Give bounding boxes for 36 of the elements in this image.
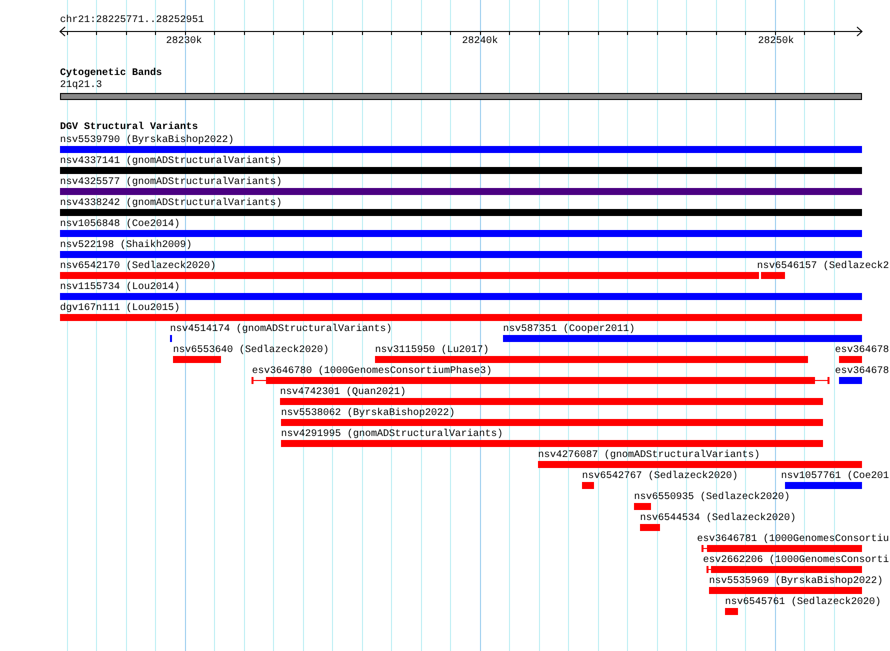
variant-label: nsv6542170 (Sedlazeck2020) (60, 261, 216, 272)
band-label: 21q21.3 (60, 80, 104, 91)
variant-label: nsv5539790 (ByrskaBishop2022) (60, 135, 234, 146)
variant-label: nsv6553640 (Sedlazeck2020) (173, 345, 330, 356)
locus-label: chr21:28225771..28252951 (60, 15, 204, 26)
variant-label: nsv4514174 (gnomADStructuralVariants) (170, 324, 392, 335)
variant-label: nsv4276087 (gnomADStructuralVariants) (538, 450, 760, 461)
variant-label: nsv6546157 (Sedlazeck2 (757, 261, 890, 272)
variant-label: nsv6542767 (Sedlazeck2020) (582, 471, 738, 482)
variant-label: nsv5535969 (ByrskaBishop2022) (709, 576, 884, 587)
variant-label: nsv1155734 (Lou2014) (60, 282, 180, 293)
variant-label: nsv6550935 (Sedlazeck2020) (634, 492, 790, 503)
variant-label: nsv5538062 (ByrskaBishop2022) (281, 408, 456, 419)
track-title: DGV Structural Variants (60, 122, 198, 133)
variant-label: esv364678 (835, 366, 890, 377)
variant-label: esv2662206 (1000GenomesConsorti (703, 555, 890, 566)
variant-label: nsv4338242 (gnomADStructuralVariants) (60, 198, 282, 209)
variant-label: nsv6545761 (Sedlazeck2020) (725, 597, 882, 608)
variant-label: nsv4325577 (gnomADStructuralVariants) (60, 177, 282, 188)
variant-label: esv3646781 (1000GenomesConsortiu (697, 534, 890, 545)
variant-label: nsv4337141 (gnomADStructuralVariants) (60, 156, 282, 167)
track-title: Cytogenetic Bands (60, 68, 162, 79)
variant-label: nsv522198 (Shaikh2009) (60, 240, 192, 251)
variant-label: nsv3115950 (Lu2017) (375, 345, 490, 356)
variant-label: nsv1056848 (Coe2014) (60, 219, 180, 230)
tick-label: 28240k (462, 36, 498, 47)
variant-label: esv364678 (835, 345, 890, 356)
tick-label: 28250k (758, 36, 794, 47)
variant-label: nsv4291995 (gnomADStructuralVariants) (281, 429, 504, 440)
variant-label: nsv6544534 (Sedlazeck2020) (640, 513, 796, 524)
variant-label: nsv4742301 (Quan2021) (280, 387, 406, 398)
variant-label: dgv167n111 (Lou2015) (60, 303, 180, 314)
tick-label: 28230k (166, 36, 202, 47)
variant-label: nsv587351 (Cooper2011) (503, 324, 636, 335)
variant-label: esv3646780 (1000GenomesConsortiumPhase3) (252, 366, 492, 377)
variant-label: nsv1057761 (Coe201 (781, 471, 890, 482)
